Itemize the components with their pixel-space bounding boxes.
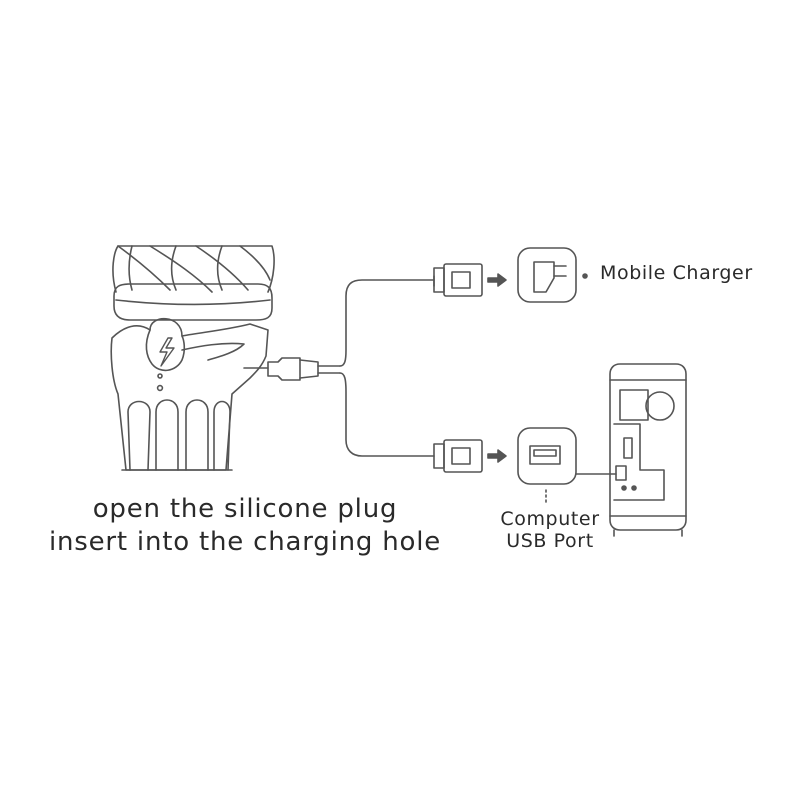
lightning-bolt-icon [159, 337, 175, 367]
usb-port-icon [517, 427, 577, 503]
dc-plug [243, 357, 341, 381]
usb-plug-bottom [433, 439, 483, 473]
computer-label: Computer [500, 508, 600, 530]
usb-plug-top [433, 263, 483, 297]
desktop-tower-icon [575, 363, 687, 537]
split-cable [339, 279, 435, 457]
caption-line-1: open the silicone plug [92, 494, 398, 524]
mobile-charger-label: Mobile Charger [600, 262, 753, 284]
wall-plug-icon [517, 247, 588, 303]
arrow-icon-bottom [487, 449, 507, 463]
device-illustration [110, 245, 275, 471]
arrow-icon-top [487, 273, 507, 287]
caption-line-2: insert into the charging hole [48, 527, 442, 557]
usb-port-label: USB Port [506, 530, 594, 552]
